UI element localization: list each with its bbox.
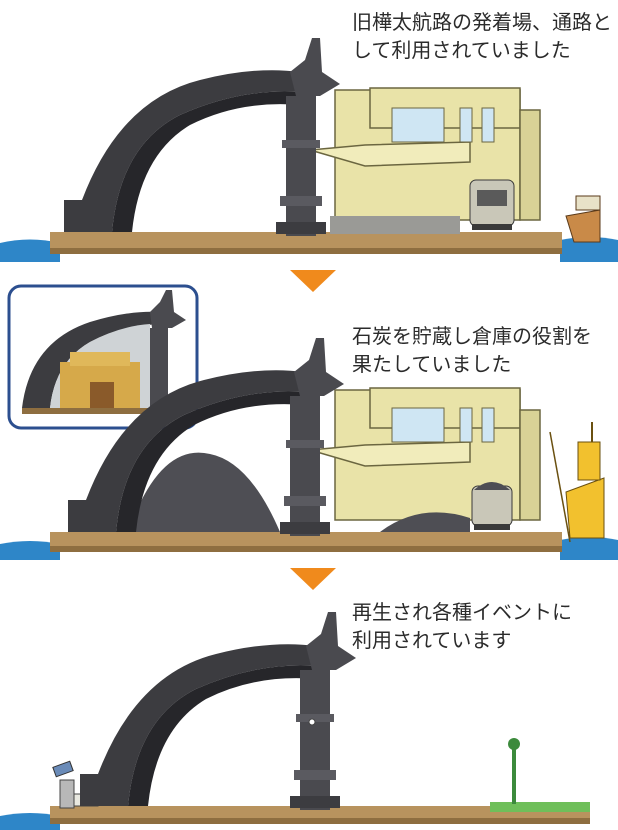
rail-car [469,179,515,230]
warehouse-building [309,87,541,234]
stage-2-caption: 石炭を貯蔵し倉庫の役割を 果たしていました [352,322,592,378]
arch-structure [80,612,356,810]
water [0,813,60,830]
down-arrow-icon [290,568,336,590]
stage-3-illustration [0,612,590,830]
stage-2-illustration [0,284,618,560]
grass [490,802,590,812]
water [0,239,60,262]
stage-2-panel: 石炭を貯蔵し倉庫の役割を 果たしていました [0,282,618,560]
water-right [560,537,618,560]
ground [50,232,562,250]
ground [50,806,590,820]
stage-1-panel: 旧樺太航路の発着場、通路と して利用されていました [0,0,618,262]
inset-storage-view [7,284,199,430]
coal-pile-small [380,512,470,532]
stage-1-caption: 旧樺太航路の発着場、通路と して利用されていました [352,8,612,64]
stage-1-illustration [0,38,618,262]
water-right [560,237,618,262]
water [0,541,60,560]
down-arrow-icon [290,270,336,292]
stage-1-caption-line-1: 旧樺太航路の発着場、通路と [352,10,612,34]
stage-2-caption-line-1: 石炭を貯蔵し倉庫の役割を [352,324,592,348]
rail-car [471,482,513,530]
coal-pile [128,452,280,532]
arch-structure [64,38,340,236]
ship [565,195,601,243]
stage-3-caption-line-1: 再生され各種イベントに [352,600,572,624]
stage-1-caption-line-2: して利用されていました [352,38,571,62]
ship [549,422,605,543]
stage-3-caption-line-2: 利用されています [352,628,512,652]
arch-structure [68,338,344,536]
stage-3-caption: 再生され各種イベントに 利用されています [352,598,572,654]
street-lamp [508,738,520,804]
stage-2-caption-line-2: 果たしていました [352,352,512,376]
ground [50,532,562,548]
stage-3-panel: 再生され各種イベントに 利用されています [0,590,618,830]
